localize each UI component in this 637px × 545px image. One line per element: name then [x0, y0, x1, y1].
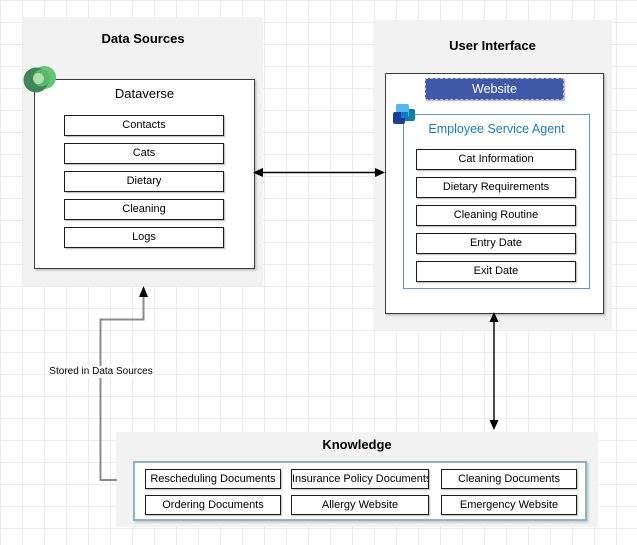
knowledge-group[interactable]: Knowledge Rescheduling Documents Insuran…: [116, 432, 598, 527]
knowledge-item-rescheduling-documents[interactable]: Rescheduling Documents: [145, 469, 281, 489]
knowledge-item-emergency-website[interactable]: Emergency Website: [441, 495, 577, 515]
knowledge-box[interactable]: Rescheduling Documents Insurance Policy …: [133, 461, 587, 521]
knowledge-title: Knowledge: [322, 437, 392, 452]
agent-row-cleaning-routine[interactable]: Cleaning Routine: [416, 205, 576, 226]
copilot-agent-icon: [393, 104, 415, 124]
dataverse-row-cleaning[interactable]: Cleaning: [64, 199, 224, 220]
user-interface-title: User Interface: [449, 38, 536, 53]
edge-data-sources-user-interface[interactable]: [253, 168, 385, 177]
data-sources-title: Data Sources: [101, 31, 185, 46]
dataverse-row-cats[interactable]: Cats: [64, 143, 224, 164]
dataverse-row-logs[interactable]: Logs: [64, 227, 224, 248]
user-interface-box[interactable]: Website Employee Service Agent Cat Infor…: [385, 73, 604, 314]
agent-row-exit-date[interactable]: Exit Date: [416, 261, 576, 282]
knowledge-item-cleaning-documents[interactable]: Cleaning Documents: [441, 469, 577, 489]
website-bar[interactable]: Website: [425, 78, 564, 100]
knowledge-item-insurance-policy-documents[interactable]: Insurance Policy Documents: [291, 469, 429, 489]
agent-row-cat-information[interactable]: Cat Information: [416, 149, 576, 170]
data-sources-group[interactable]: Data Sources Dataverse Contacts Cats Die…: [23, 17, 263, 286]
stored-in-data-sources-label: Stored in Data Sources: [47, 366, 155, 378]
dataverse-row-contacts[interactable]: Contacts: [64, 115, 224, 136]
dataverse-row-dietary[interactable]: Dietary: [64, 171, 224, 192]
dataverse-icon: [23, 66, 56, 93]
employee-service-agent-title: Employee Service Agent: [428, 122, 565, 136]
user-interface-group[interactable]: User Interface Website Employee Service …: [373, 20, 612, 330]
employee-service-agent-box[interactable]: Employee Service Agent Cat Information D…: [403, 114, 590, 289]
knowledge-item-allergy-website[interactable]: Allergy Website: [291, 495, 429, 515]
dataverse-title: Dataverse: [114, 86, 175, 101]
dataverse-box[interactable]: Dataverse Contacts Cats Dietary Cleaning…: [34, 79, 255, 269]
knowledge-item-ordering-documents[interactable]: Ordering Documents: [145, 495, 281, 515]
agent-row-dietary-requirements[interactable]: Dietary Requirements: [416, 177, 576, 198]
agent-row-entry-date[interactable]: Entry Date: [416, 233, 576, 254]
